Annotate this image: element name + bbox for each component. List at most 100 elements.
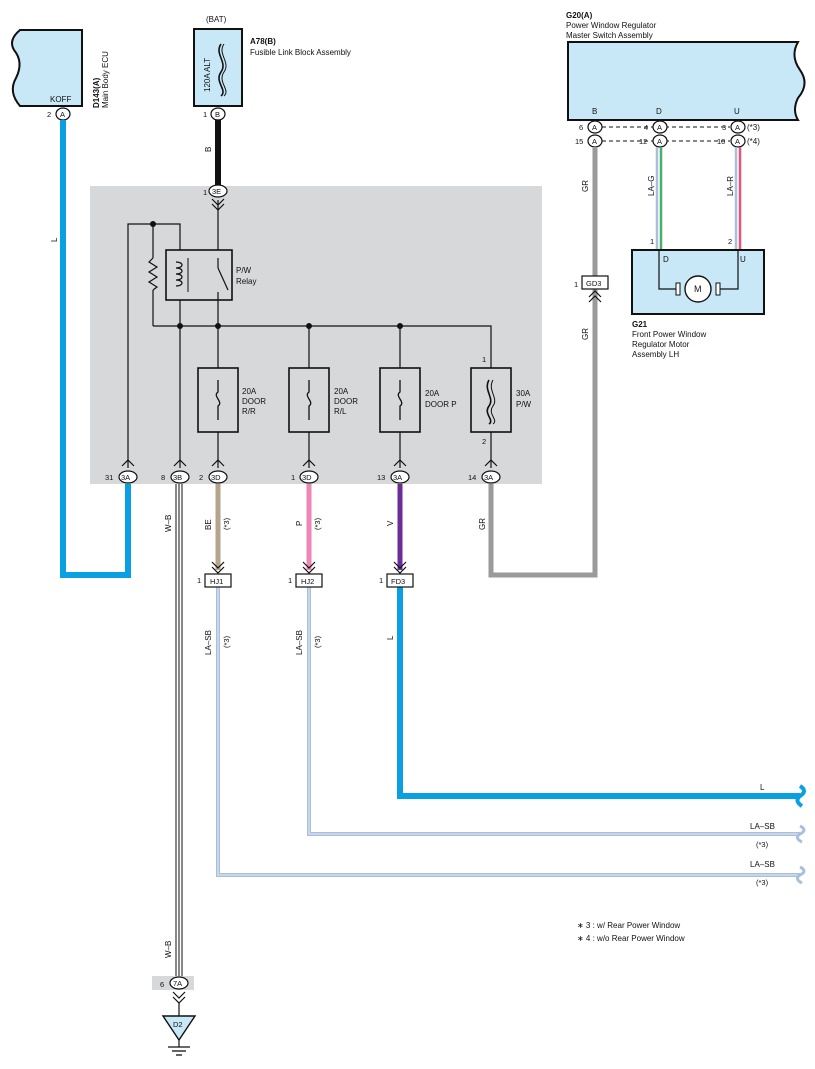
wire-label-gr-mid: GR [581,328,590,340]
ground-code: D2 [173,1020,183,1029]
motor-symbol: M [694,284,702,294]
conn-hj1-name: HJ1 [210,577,223,586]
motor-code: G21 [632,320,648,329]
ground-d2: D2 [161,1015,197,1056]
fuse-rl-l3: R/L [334,407,347,416]
connector-3a-14: 14 3A [468,459,501,484]
right-label-la-sb-1: LA–SB [750,822,775,831]
wire-label-v: V [386,520,395,526]
conn-7a-pin: 6 [160,980,164,989]
fusible-link-block: (BAT) 120A ALT A78(B) Fusible Link Block… [193,15,351,121]
relay-label-2: Relay [236,277,256,286]
wire-label-l-door: L [386,635,395,640]
conn-hj1-pin: 1 [197,576,201,585]
ms-row2-b-pin: 15 [575,137,583,146]
note-star4: ∗ 4 : w/o Rear Power Window [577,934,685,943]
conn-bottom-4-name: 3A [393,473,402,482]
wire-label-gr-bottom: GR [478,518,487,530]
conn-gd3-name: GD3 [586,279,601,288]
conn-hj2-pin: 1 [288,576,292,585]
fuse-pw-pin-bottom: 2 [482,437,486,446]
master-switch-name-2: Master Switch Assembly [566,31,653,40]
front-window-motor: 1 2 D U M G21 Front Power Window Regulat… [631,237,765,359]
conn-bottom-1-pin: 8 [161,473,165,482]
connector-3a-13: 13 3A [377,459,410,484]
fuse-pw-30a: 1 30A P/W 2 [470,355,532,446]
ecu-pin: 2 [47,110,51,119]
conn-bottom-0-pin: 31 [105,473,113,482]
alt-fuse-label: 120A ALT [203,58,212,92]
fuse-rr-l3: R/R [242,407,256,416]
pw-relay: P/W Relay [165,249,256,301]
connector-3d-1: 1 3D [291,459,319,484]
motor-name-2: Regulator Motor [632,340,690,349]
ms-term-d: D [656,107,662,116]
wire-note-be: (*3) [222,517,231,530]
connector-fd3: 1 FD3 [379,561,414,588]
conn-bottom-5-name: 3A [484,473,493,482]
ecu-code: D143(A) [92,77,101,108]
connector-gd3: 1 GD3 [574,275,609,303]
ms-row1-note: (*3) [747,123,760,132]
wire-la-sb-1 [216,586,800,877]
conn-bottom-1-name: 3B [173,473,182,482]
motor-name-3: Assembly LH [632,350,679,359]
ms-term-u: U [734,107,740,116]
connector-3b-8: 8 3B [161,459,190,484]
wire-l-ecu [60,120,131,578]
conn-bottom-5-pin: 14 [468,473,476,482]
fuse-door-rl: 20A DOOR R/L [288,367,358,433]
motor-term-u: U [740,255,746,264]
connector-7a: 6 7A [152,976,194,1016]
wire-label-ecu-l: L [50,237,59,242]
connector-3e: 1 3E [203,184,228,211]
connector-3a-31: 31 3A [105,459,138,484]
ecu-name: Main Body ECU [101,51,110,108]
conn-3e-name: 3E [212,187,221,196]
fuse-door-rr: 20A DOOR R/R [197,367,266,433]
bat-label: (BAT) [206,15,227,24]
conn-gd3-pin: 1 [574,280,578,289]
right-note-2: (*3) [756,878,769,887]
wire-label-la-sb-1: LA–SB [204,630,213,655]
conn-bottom-3-pin: 1 [291,473,295,482]
wire-label-la-sb-2: LA–SB [295,630,304,655]
conn-fd3-name: FD3 [391,577,405,586]
ms-row2-u-pin: 10 [717,137,725,146]
wire-label-b: B [204,147,213,152]
fusible-link-pin: 1 [203,110,207,119]
ms-conn-5: A [657,137,662,146]
right-label-la-sb-2: LA–SB [750,860,775,869]
fuse-p-amps: 20A [425,389,440,398]
ms-row1-u-pin: 3 [722,123,726,132]
ms-term-b: B [592,107,597,116]
wire-label-be: BE [204,519,213,530]
conn-bottom-4-pin: 13 [377,473,385,482]
conn-fd3-pin: 1 [379,576,383,585]
master-switch: G20(A) Power Window Regulator Master Swi… [566,11,806,148]
fuse-pw-amps: 30A [516,389,531,398]
wire-note-la-sb-2: (*3) [313,635,322,648]
motor-name-1: Front Power Window [632,330,706,339]
conn-bottom-3-name: 3D [302,473,312,482]
ms-conn-2: A [657,123,662,132]
fuse-pw-l2: P/W [516,400,532,409]
connector-hj2: 1 HJ2 [288,561,323,588]
fuse-rl-amps: 20A [334,387,349,396]
ms-conn-4: A [592,137,597,146]
conn-bottom-2-pin: 2 [199,473,203,482]
ms-row2-note: (*4) [747,137,760,146]
connector-hj1: 1 HJ1 [197,561,232,588]
ms-row1-b-pin: 6 [579,123,583,132]
ecu-terminal-koff: KOFF [50,95,71,104]
wire-label-p: P [295,521,304,526]
wire-label-la-r: LA–R [726,176,735,196]
wire-gr [488,147,598,578]
relay-resistor [147,257,159,291]
connector-3d-2: 2 3D [199,459,228,484]
ms-row1-d-pin: 4 [644,123,648,132]
junction-dots [150,221,403,329]
master-switch-code: G20(A) [566,11,593,20]
conn-7a-name: 7A [173,979,182,988]
